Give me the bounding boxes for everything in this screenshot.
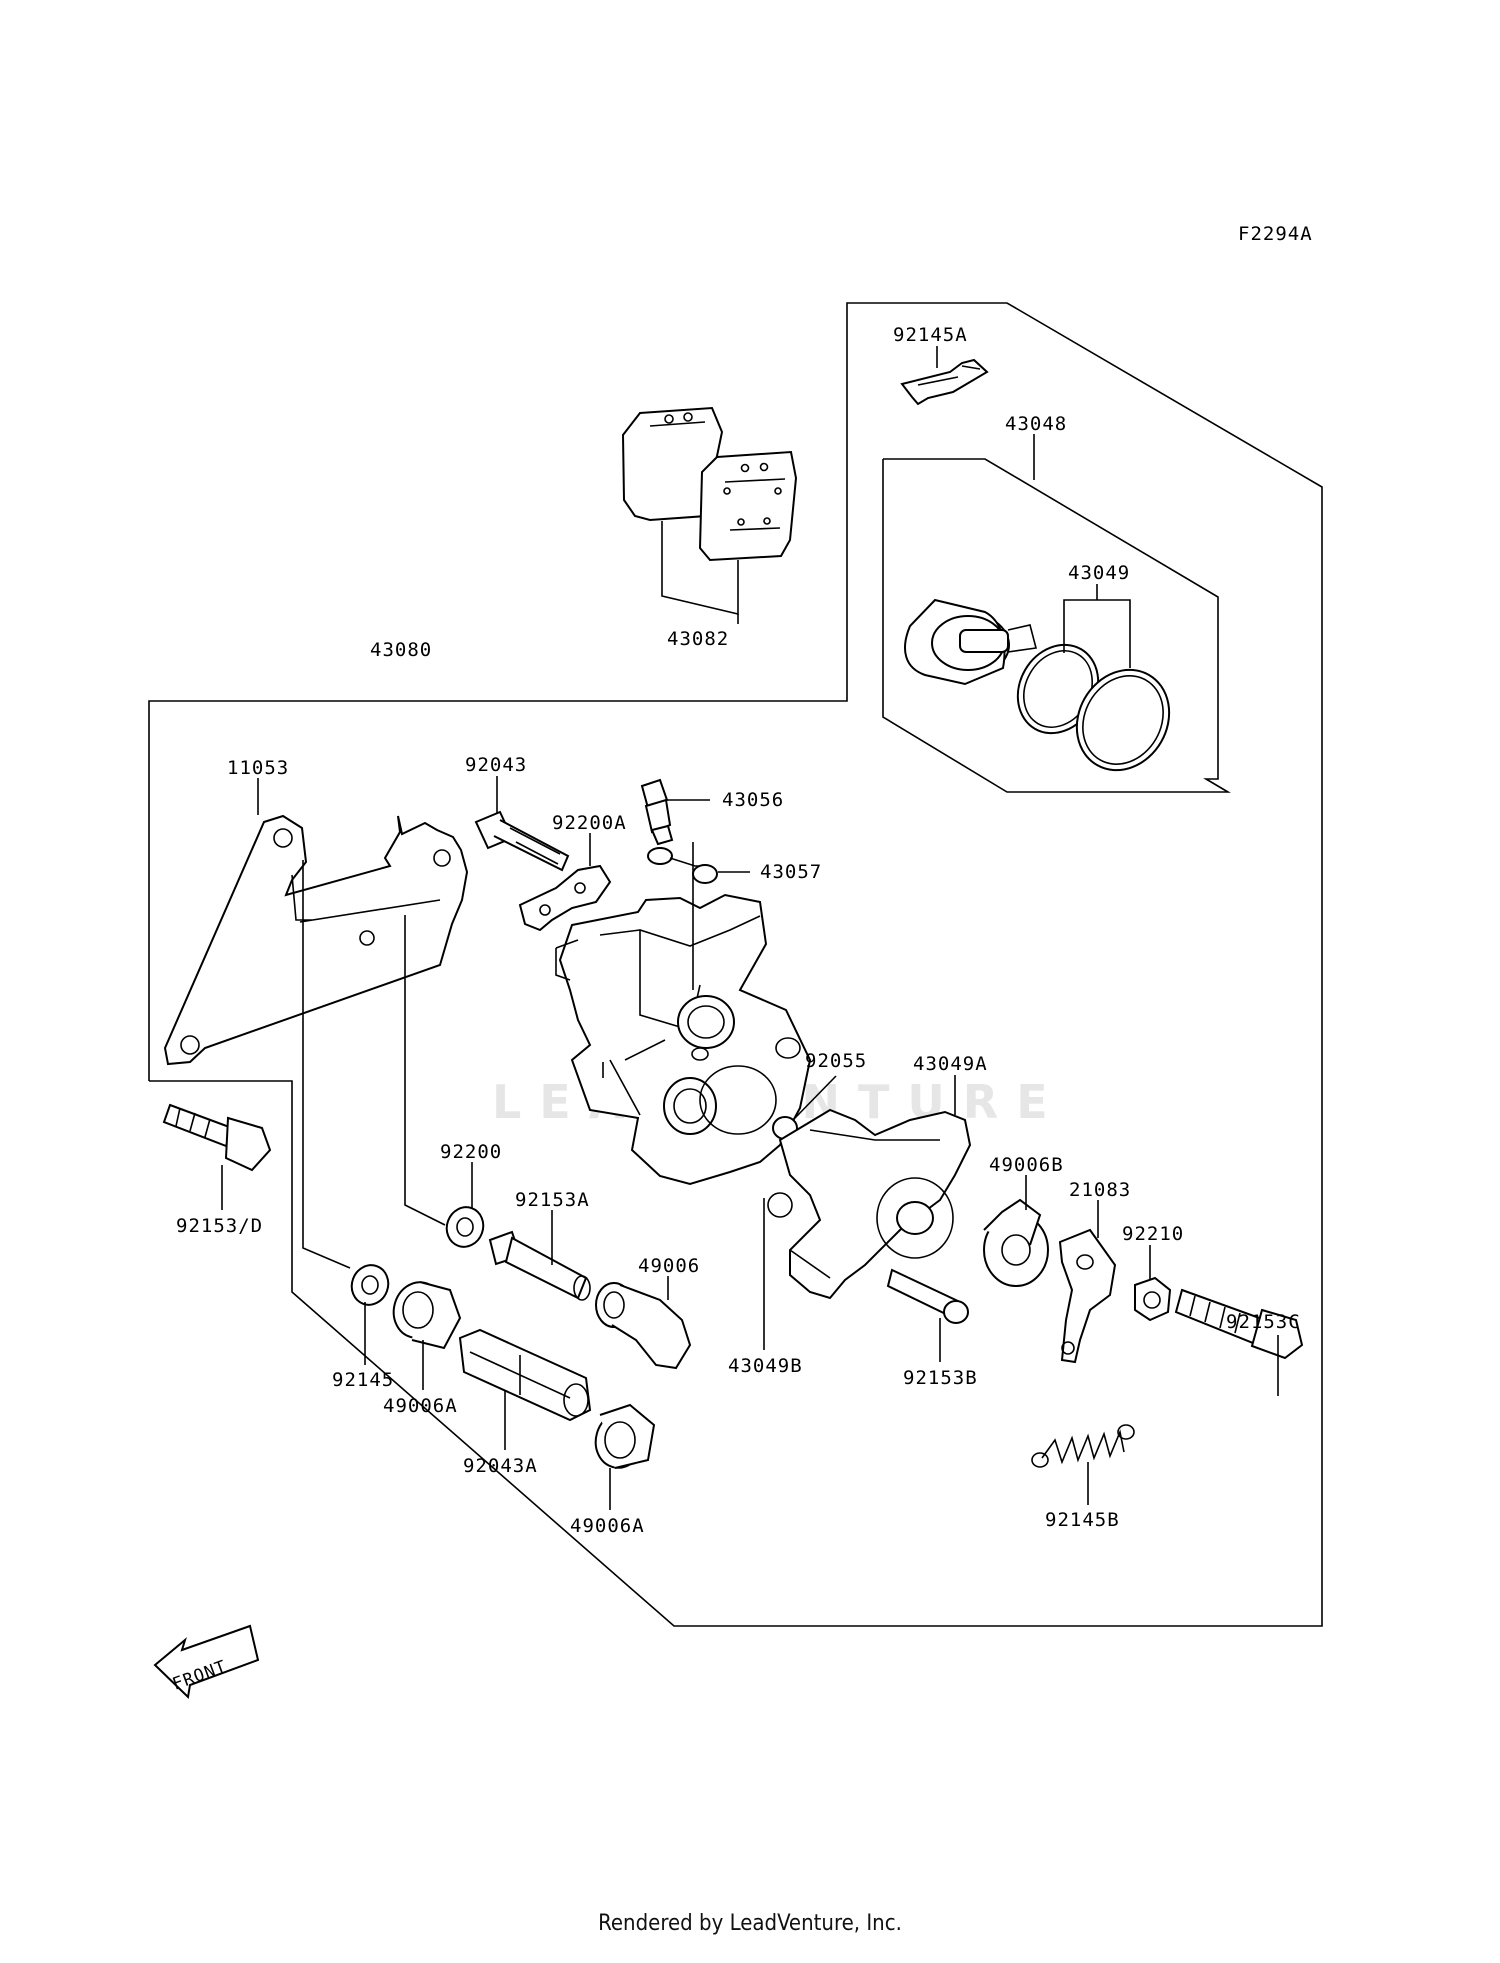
figure-code: F2294A xyxy=(1238,223,1313,245)
leader-92200-path xyxy=(404,915,446,1226)
leader-43082 xyxy=(661,521,739,616)
label-92145B: 92145B xyxy=(1045,1509,1120,1531)
sleeve-boot-lower xyxy=(594,1403,656,1469)
washer-92200 xyxy=(445,1206,485,1248)
label-43048: 43048 xyxy=(1005,413,1067,435)
lever-bolt xyxy=(1174,1288,1304,1360)
label-11053: 11053 xyxy=(227,757,289,779)
label-92043A: 92043A xyxy=(463,1455,538,1477)
lever-nut xyxy=(1134,1276,1172,1322)
label-21083: 21083 xyxy=(1069,1179,1131,1201)
bleed-valve xyxy=(640,778,674,846)
label-49006A-lower: 49006A xyxy=(570,1515,645,1537)
pad-retainer xyxy=(518,864,612,932)
label-43049A: 43049A xyxy=(913,1053,988,1075)
label-92153B: 92153B xyxy=(903,1367,978,1389)
label-49006: 49006 xyxy=(638,1255,700,1277)
label-92210: 92210 xyxy=(1122,1223,1184,1245)
brake-pad-set xyxy=(621,406,798,562)
label-43057: 43057 xyxy=(760,861,822,883)
label-49006B: 49006B xyxy=(989,1154,1064,1176)
bleed-cap xyxy=(647,847,718,884)
label-92153C: 92153C xyxy=(1226,1311,1301,1333)
footer-credit: Rendered by LeadVenture, Inc. xyxy=(598,1911,902,1936)
pin-boot xyxy=(595,1282,692,1370)
leader-92055 xyxy=(794,1075,837,1119)
label-92153D: 92153/D xyxy=(176,1215,263,1237)
label-43082: 43082 xyxy=(667,628,729,650)
assembly-outline-43080 xyxy=(148,302,1323,1627)
pad-spring xyxy=(900,358,989,406)
label-92145A: 92145A xyxy=(893,324,968,346)
washer-92145 xyxy=(350,1264,390,1306)
brake-lever xyxy=(1058,1228,1117,1364)
caliper-bracket xyxy=(163,814,469,1066)
bracket-bolt xyxy=(162,1103,272,1172)
label-43080: 43080 xyxy=(370,639,432,661)
label-92153A: 92153A xyxy=(515,1189,590,1211)
housing-bolt xyxy=(886,1268,969,1324)
label-92145: 92145 xyxy=(332,1369,394,1391)
label-92200A: 92200A xyxy=(552,812,627,834)
assembly-outline-43048 xyxy=(882,458,1231,793)
callout-labels: 92145A 43048 43049 43082 43080 11053 920… xyxy=(176,324,1301,1537)
label-49006A-upper: 49006A xyxy=(383,1395,458,1417)
label-92055: 92055 xyxy=(805,1050,867,1072)
actuator-housing xyxy=(767,1108,972,1300)
leader-92145-path xyxy=(302,860,351,1269)
piston-assembly xyxy=(904,598,1171,772)
front-direction-marker: FRONT xyxy=(153,1624,260,1700)
label-43056: 43056 xyxy=(722,789,784,811)
guide-pin xyxy=(488,1230,591,1301)
sleeve-boot-upper xyxy=(392,1281,462,1350)
caliper-body xyxy=(555,893,812,1186)
lever-spring xyxy=(1031,1424,1135,1468)
actuator-seal xyxy=(983,1198,1049,1287)
label-43049: 43049 xyxy=(1068,562,1130,584)
label-92043: 92043 xyxy=(465,754,527,776)
pin-sleeve xyxy=(458,1328,592,1422)
pin-bolt xyxy=(474,810,570,872)
label-43049B: 43049B xyxy=(728,1355,803,1377)
label-92200: 92200 xyxy=(440,1141,502,1163)
